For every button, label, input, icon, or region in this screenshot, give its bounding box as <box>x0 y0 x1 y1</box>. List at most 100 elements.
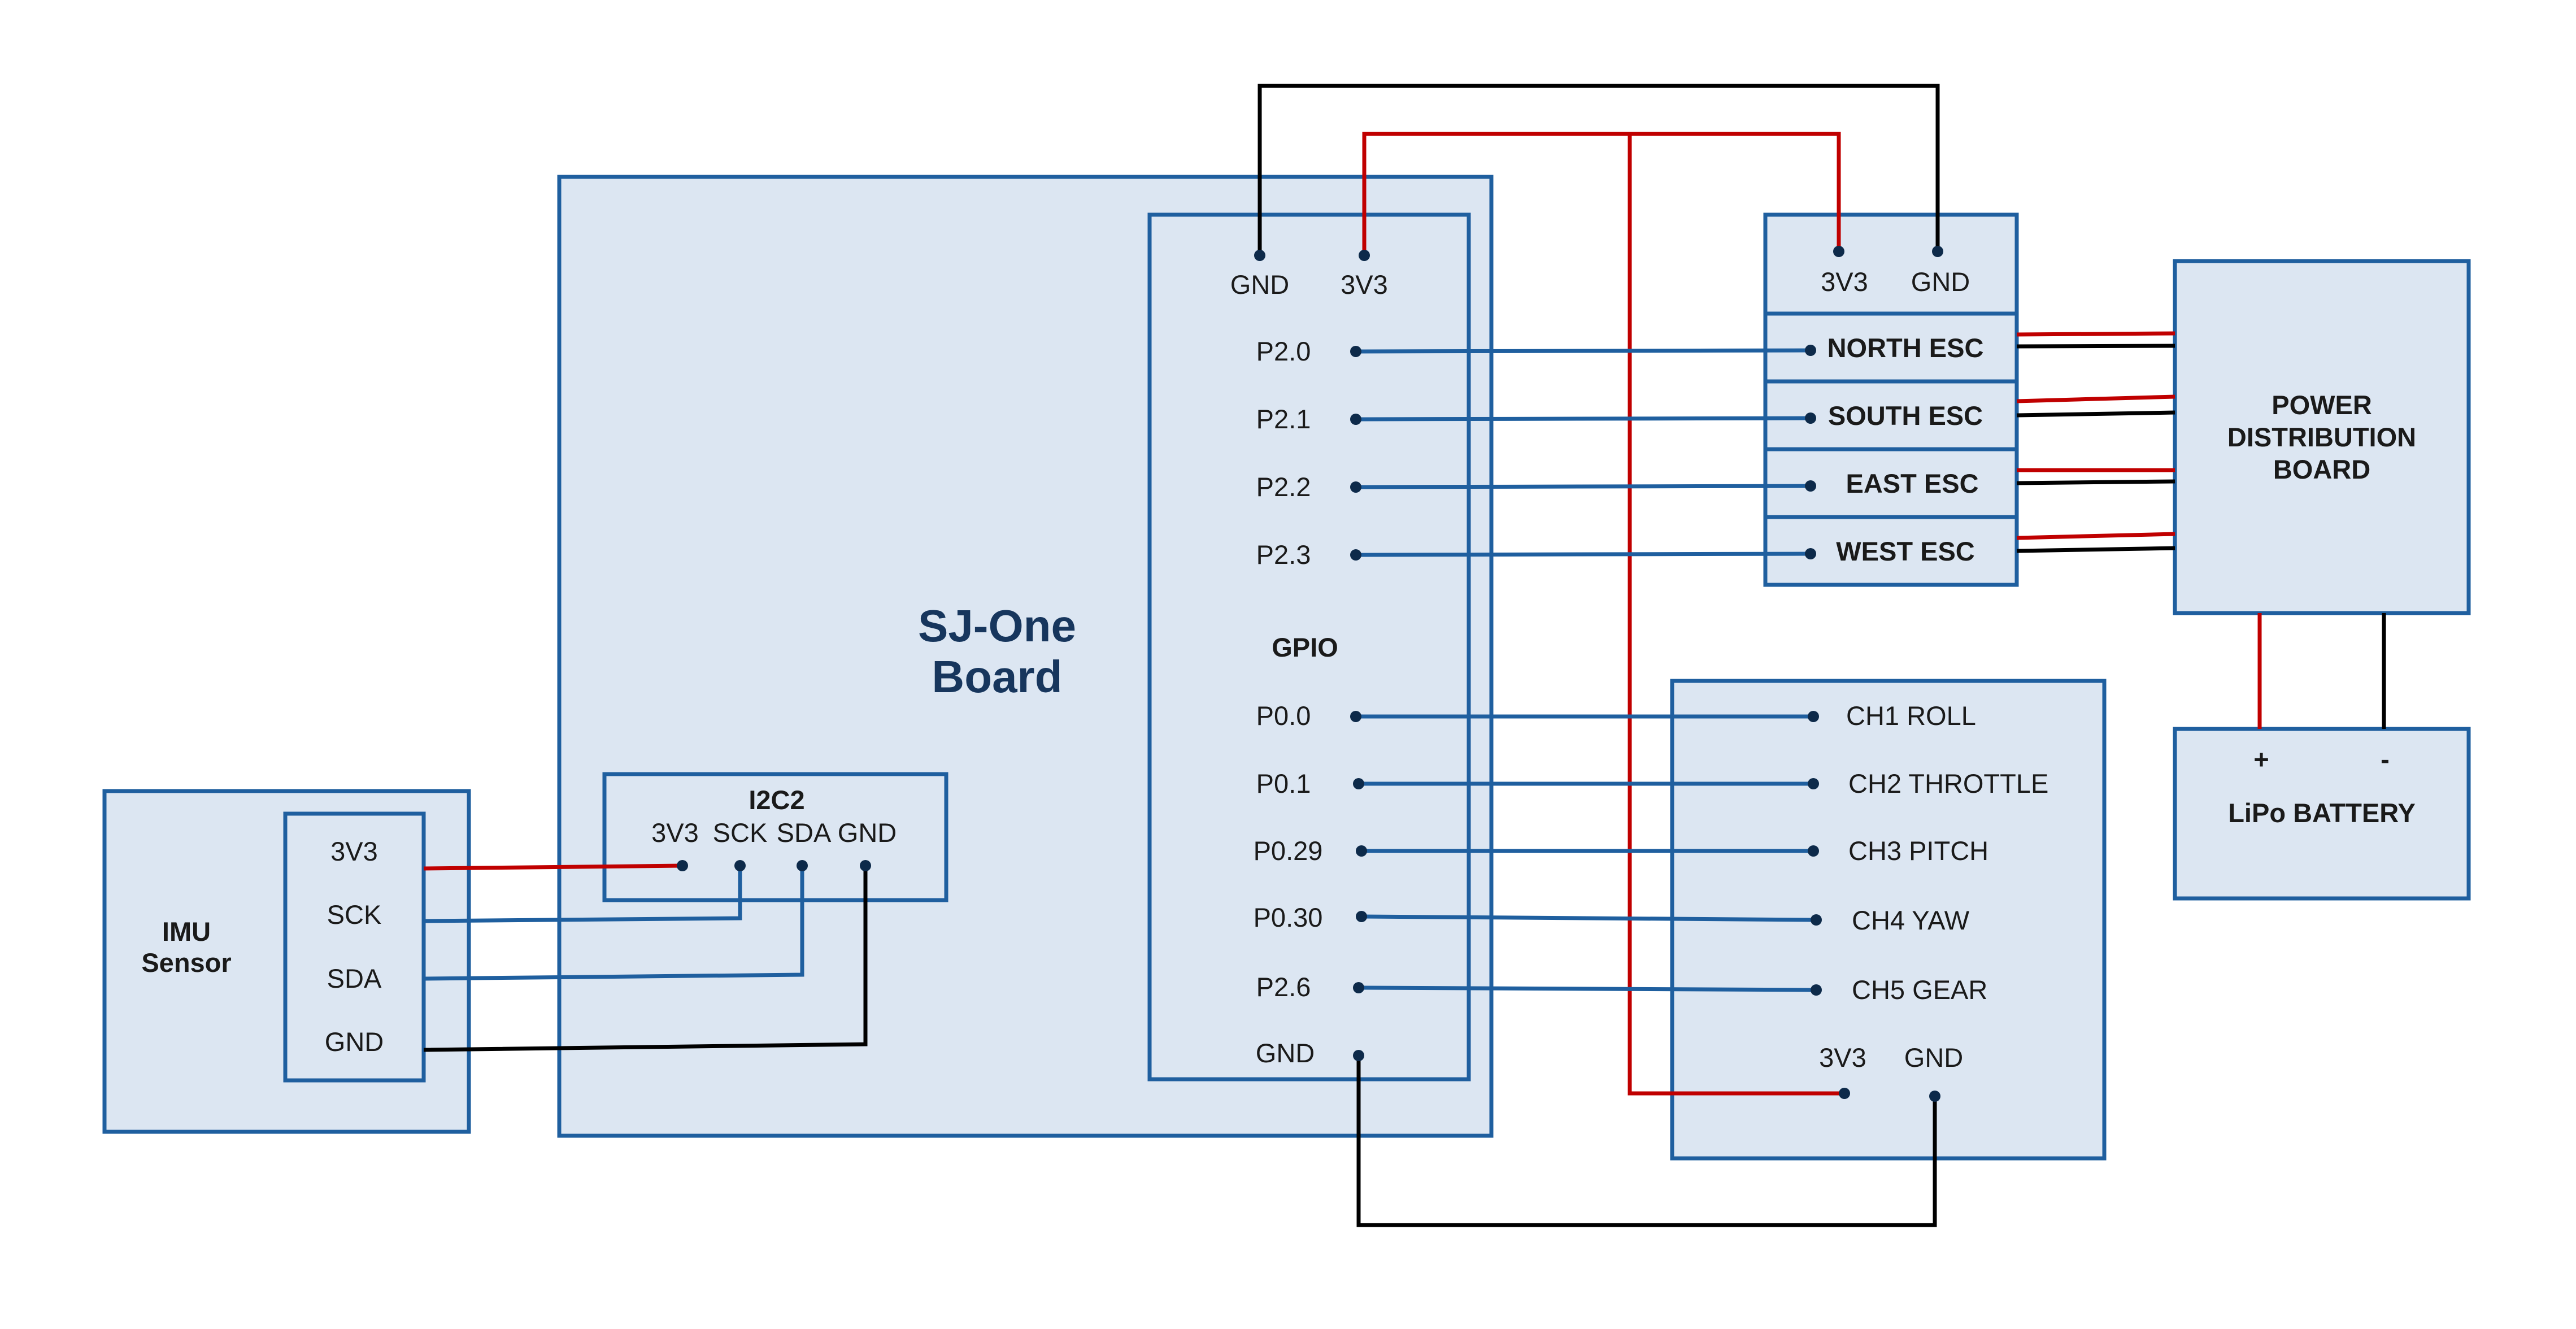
gnd-wire-imu-to-i2c <box>423 866 868 1052</box>
dot-p0-1 <box>1353 778 1364 789</box>
east-esc-label: EAST ESC <box>1846 468 1978 498</box>
gnd-wire-gpio-to-esc <box>1257 84 1940 255</box>
pdb-line3: BOARD <box>2273 454 2370 484</box>
west-esc-pos-wire <box>2016 532 2175 540</box>
dot-south-esc <box>1805 412 1816 424</box>
gnd-wire-gpio-to-receiver <box>1356 1056 1937 1227</box>
receiver-pin-3v3: 3V3 <box>1819 1043 1866 1072</box>
gpio-pin-3v3-top: 3V3 <box>1341 270 1388 299</box>
gpio-pin-gnd-top: GND <box>1230 270 1289 299</box>
3v3-wire-imu-to-i2c <box>423 863 683 871</box>
wire-p2-6-ch5 <box>1358 985 1817 992</box>
imu-pin-3v3: 3V3 <box>330 836 378 866</box>
dot-p2-0 <box>1350 346 1361 357</box>
dot-ch3 <box>1808 845 1819 857</box>
imu-pin-gnd: GND <box>325 1027 384 1057</box>
esc-power-header <box>1763 212 2019 316</box>
i2c2-pin-sda: SDA <box>777 818 832 848</box>
wire-p2-0-north-esc <box>1355 348 1811 354</box>
imu-title-line2: Sensor <box>141 948 231 978</box>
pdb-outline <box>2173 259 2471 615</box>
pdb-line2: DISTRIBUTION <box>2227 422 2416 452</box>
gpio-pin-p0-0: P0.0 <box>1256 701 1311 731</box>
sda-wire-imu-to-i2c <box>423 866 804 981</box>
gpio-header-outline <box>1147 212 1471 1082</box>
sck-wire-imu-to-i2c <box>423 866 742 923</box>
west-esc-neg-wire <box>2016 546 2175 553</box>
receiver-ch3: CH3 PITCH <box>1848 836 1988 866</box>
dot-ch2 <box>1808 778 1819 789</box>
gpio-pin-p2-0: P2.0 <box>1256 336 1311 366</box>
gpio-title: GPIO <box>1272 632 1338 662</box>
battery-plus: + <box>2253 744 2269 774</box>
wire-p2-1-south-esc <box>1355 416 1811 422</box>
power-distribution-board: POWER DISTRIBUTION BOARD <box>2173 259 2471 615</box>
gpio-pin-p0-30: P0.30 <box>1254 902 1323 932</box>
imu-sensor: IMU Sensor 3V3 SCK SDA GND <box>102 789 471 1134</box>
dot-esc-gnd <box>1932 246 1943 257</box>
south-esc-label: SOUTH ESC <box>1828 401 1983 431</box>
i2c2-title: I2C2 <box>749 785 804 815</box>
receiver-ch4: CH4 YAW <box>1852 905 1970 935</box>
dot-west-esc <box>1805 548 1816 559</box>
sj-one-title-line1: SJ-One <box>918 601 1076 651</box>
lipo-battery: + - LiPo BATTERY <box>2173 727 2471 901</box>
dot-i2c-3v3 <box>677 860 688 871</box>
i2c2-pin-3v3: 3V3 <box>651 818 699 848</box>
south-esc-pos-wire <box>2016 394 2175 403</box>
dot-north-esc <box>1805 345 1816 356</box>
battery-minus: - <box>2381 744 2390 774</box>
battery-outline <box>2173 727 2471 901</box>
dot-p0-0 <box>1350 711 1361 722</box>
imu-header-outline <box>283 811 426 1083</box>
dot-east-esc <box>1805 480 1816 492</box>
dot-i2c-sda <box>797 860 808 871</box>
west-esc-label: WEST ESC <box>1836 536 1974 566</box>
dot-p2-6 <box>1353 982 1364 993</box>
gpio-pin-p2-2: P2.2 <box>1256 472 1311 502</box>
imu-title-line1: IMU <box>162 917 211 946</box>
imu-pin-sck: SCK <box>327 900 382 930</box>
wire-p2-3-west-esc <box>1355 551 1811 557</box>
esc-block: 3V3 GND NORTH ESC SOUTH ESC EAST ESC WES… <box>1763 212 2019 587</box>
east-esc-neg-wire <box>2016 479 2175 485</box>
wire-p2-2-east-esc <box>1355 484 1811 489</box>
esc-pin-3v3: 3V3 <box>1821 267 1868 297</box>
dot-gpio-3v3-top <box>1359 250 1370 261</box>
dot-p0-30 <box>1356 911 1367 922</box>
gpio-pin-p2-3: P2.3 <box>1256 540 1311 570</box>
dot-p2-2 <box>1350 481 1361 493</box>
gpio-pin-gnd-bottom: GND <box>1256 1038 1315 1068</box>
gpio-pin-p0-1: P0.1 <box>1256 768 1311 798</box>
dot-gpio-gnd-top <box>1254 250 1265 261</box>
south-esc-neg-wire <box>2016 410 2175 418</box>
i2c2-pin-sck: SCK <box>713 818 768 848</box>
dot-p0-29 <box>1356 845 1367 857</box>
imu-pin-sda: SDA <box>327 963 382 993</box>
receiver-pin-gnd: GND <box>1904 1043 1963 1072</box>
connection-dots <box>677 246 1943 1102</box>
dot-p2-3 <box>1350 549 1361 561</box>
battery-label: LiPo BATTERY <box>2228 798 2416 828</box>
i2c2-header-outline <box>602 772 948 902</box>
sj-one-title-line2: Board <box>932 652 1062 702</box>
dot-ch4 <box>1811 914 1822 926</box>
receiver-ch2: CH2 THROTTLE <box>1848 768 2048 798</box>
3v3-wire-gpio-to-esc <box>1362 132 1841 255</box>
dot-gpio-gnd-bottom <box>1353 1050 1364 1061</box>
i2c2-header: I2C2 3V3 SCK SDA GND <box>602 772 948 902</box>
pdb-line1: POWER <box>2272 390 2372 420</box>
dot-i2c-sck <box>734 860 746 871</box>
gpio-header: GPIO GND 3V3 P2.0 P2.1 P2.2 P2.3 P0.0 P0… <box>1147 212 1471 1082</box>
i2c2-pin-gnd: GND <box>838 818 897 848</box>
gpio-pin-p2-6: P2.6 <box>1256 972 1311 1002</box>
receiver-ch5: CH5 GEAR <box>1852 975 1987 1005</box>
3v3-wire-to-receiver <box>1628 134 1844 1096</box>
dot-ch5 <box>1811 984 1822 996</box>
gpio-pin-p2-1: P2.1 <box>1256 404 1311 434</box>
dot-receiver-3v3 <box>1839 1088 1850 1099</box>
north-esc-pos-wire <box>2016 331 2175 337</box>
wire-p0-30-ch4 <box>1361 914 1817 922</box>
north-esc-label: NORTH ESC <box>1827 333 1984 363</box>
